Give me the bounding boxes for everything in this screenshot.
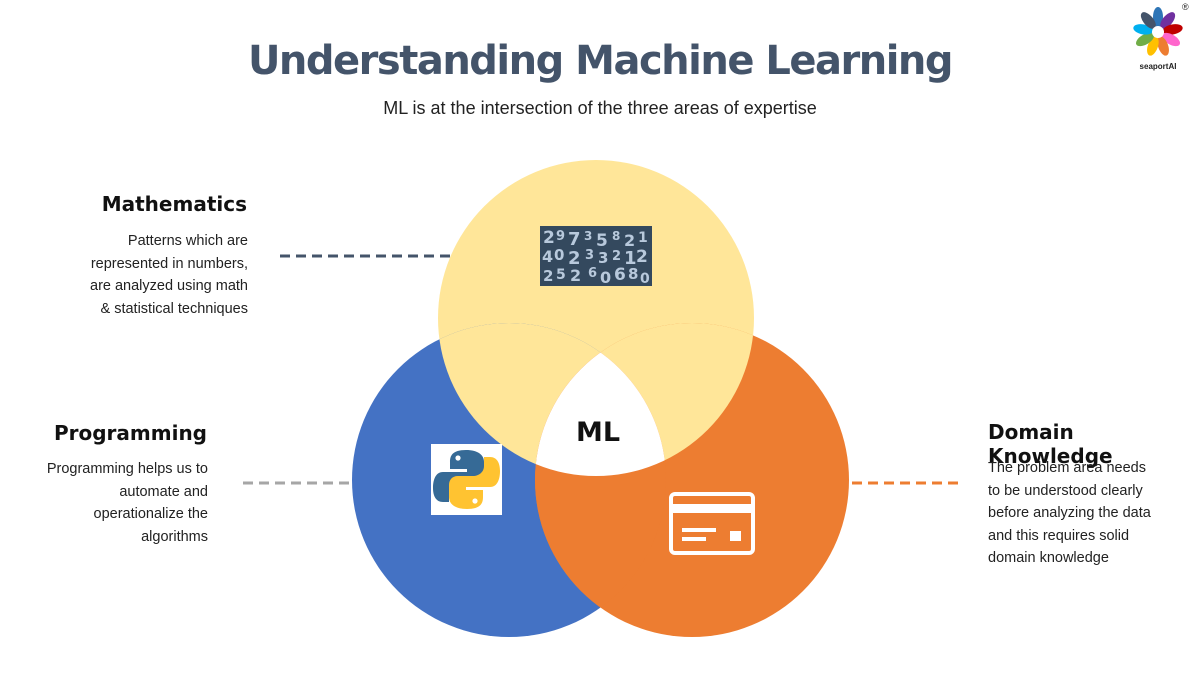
- math-programming-overlap: [438, 323, 666, 476]
- programming-line: operationalize the: [93, 506, 208, 522]
- page-subtitle: ML is at the intersection of the three a…: [383, 98, 817, 118]
- svg-text:0: 0: [600, 268, 611, 287]
- svg-text:2: 2: [612, 249, 621, 264]
- svg-text:8: 8: [612, 229, 620, 243]
- mathematics-description: Patterns which are represented in number…: [20, 230, 248, 320]
- logo-label: seaportAI: [1139, 62, 1177, 71]
- svg-text:4: 4: [542, 247, 553, 266]
- svg-text:3: 3: [585, 248, 594, 263]
- svg-text:3: 3: [598, 249, 608, 267]
- domain-line: The problem area needs: [988, 460, 1146, 476]
- svg-text:1: 1: [638, 230, 648, 246]
- svg-text:0: 0: [640, 271, 650, 287]
- page-title: Understanding Machine Learning: [247, 38, 954, 84]
- programming-line: algorithms: [141, 528, 208, 545]
- svg-text:2: 2: [624, 231, 635, 250]
- domain-line: before analyzing the data: [988, 505, 1151, 521]
- ml-label: ML: [576, 417, 620, 448]
- svg-text:6: 6: [614, 265, 626, 285]
- mathematics-line: Patterns which are: [127, 233, 248, 249]
- svg-text:2: 2: [570, 266, 581, 285]
- registered-mark: ®: [1182, 2, 1189, 12]
- svg-text:2: 2: [636, 247, 648, 267]
- domain-line: domain knowledge: [988, 550, 1109, 566]
- python-logo-icon: [431, 444, 502, 515]
- svg-text:5: 5: [596, 231, 608, 251]
- svg-text:9: 9: [556, 229, 565, 244]
- domain-description: The problem area needs to be understood …: [988, 457, 1188, 570]
- numbers-image-icon: 2 9 7 3 5 8 2 1 4 0 2 3 3 2 1 2 2 5 2 6 …: [540, 226, 652, 287]
- logo-flower-icon: [1133, 7, 1183, 56]
- credit-card-icon: [669, 492, 755, 555]
- svg-text:2: 2: [543, 267, 553, 285]
- svg-text:6: 6: [588, 266, 597, 281]
- svg-text:5: 5: [556, 267, 566, 283]
- domain-line: to be understood clearly: [988, 482, 1143, 499]
- programming-line: Programming helps us to: [46, 461, 208, 477]
- svg-text:0: 0: [554, 246, 564, 264]
- programming-line: automate and: [119, 483, 208, 500]
- programming-description: Programming helps us to automate and ope…: [10, 458, 208, 548]
- programming-heading: Programming: [53, 421, 207, 445]
- mathematics-line: are analyzed using math: [90, 278, 248, 294]
- svg-text:2: 2: [543, 228, 555, 248]
- mathematics-line: & statistical techniques: [100, 300, 249, 317]
- seaportai-logo: seaportAI: [1126, 4, 1190, 74]
- domain-line: and this requires solid: [988, 527, 1130, 544]
- svg-text:8: 8: [628, 265, 638, 283]
- svg-text:1: 1: [624, 248, 637, 269]
- svg-text:7: 7: [568, 229, 581, 250]
- mathematics-heading: Mathematics: [101, 192, 247, 216]
- svg-text:2: 2: [568, 248, 581, 269]
- ml-intersection: [535, 323, 666, 476]
- mathematics-line: represented in numbers,: [90, 255, 248, 272]
- svg-text:3: 3: [584, 229, 592, 243]
- domain-heading: Domain Knowledge: [988, 420, 1113, 468]
